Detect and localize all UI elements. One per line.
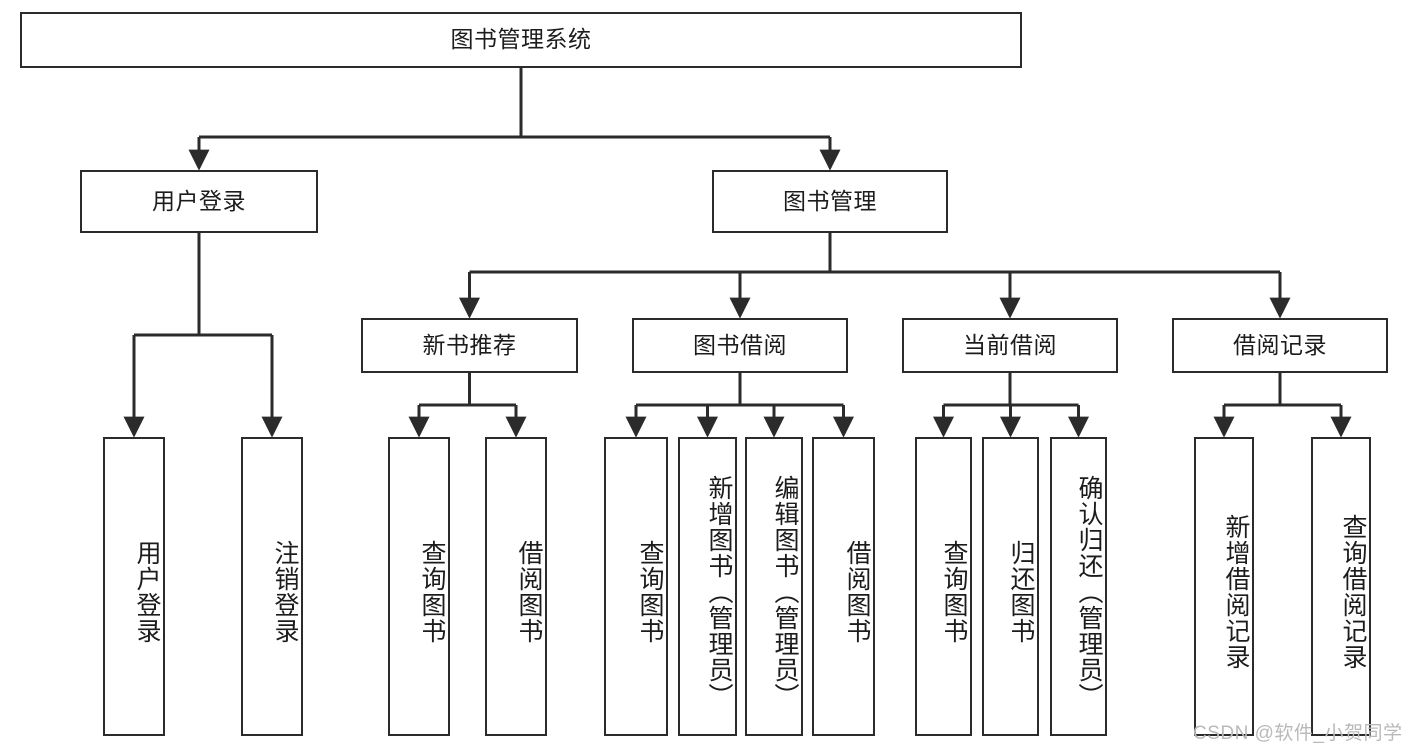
level2-node-借阅记录-3: 借阅记录 (1172, 318, 1388, 373)
node-label: 图书管理 (783, 187, 877, 214)
leaf-node-新增图书管理员-5: 新增图书（管理员） (678, 437, 737, 736)
leaf-node-用户登录-0: 用户登录 (103, 437, 165, 736)
level2-node-当前借阅-2: 当前借阅 (902, 318, 1118, 373)
node-label: 借阅图书 (843, 539, 871, 644)
node-label: 查询借阅记录 (1339, 513, 1367, 670)
node-label: 新增借阅记录 (1222, 513, 1250, 670)
node-label: 新增图书（管理员） (705, 474, 733, 709)
csdn-watermark: CSDN @软件_小贺同学 (1193, 723, 1403, 744)
node-label: 新书推荐 (422, 331, 517, 358)
leaf-node-新增借阅记录-11: 新增借阅记录 (1194, 437, 1254, 736)
node-label: 借阅图书 (515, 539, 543, 644)
leaf-node-借阅图书-3: 借阅图书 (485, 437, 547, 736)
node-label: 查询图书 (636, 539, 664, 644)
node-label: 图书借阅 (693, 331, 787, 358)
leaf-node-确认归还管理员-10: 确认归还（管理员） (1050, 437, 1107, 736)
leaf-node-查询图书-4: 查询图书 (604, 437, 668, 736)
root-node-图书管理系统: 图书管理系统 (20, 12, 1022, 68)
leaf-node-查询图书-2: 查询图书 (388, 437, 450, 736)
level1-node-图书管理-1: 图书管理 (712, 170, 948, 233)
level2-node-图书借阅-1: 图书借阅 (632, 318, 848, 373)
node-label: 编辑图书（管理员） (771, 474, 799, 709)
node-label: 用户登录 (133, 539, 161, 644)
node-label: 查询图书 (418, 539, 446, 644)
leaf-node-借阅图书-7: 借阅图书 (812, 437, 875, 736)
leaf-node-注销登录-1: 注销登录 (241, 437, 303, 736)
node-label: 图书管理系统 (450, 26, 592, 53)
node-label: 用户登录 (152, 187, 246, 214)
node-label: 注销登录 (271, 539, 299, 644)
level1-node-用户登录-0: 用户登录 (80, 170, 318, 233)
node-label: 查询图书 (940, 539, 968, 644)
leaf-node-归还图书-9: 归还图书 (982, 437, 1039, 736)
leaf-node-编辑图书管理员-6: 编辑图书（管理员） (745, 437, 803, 736)
node-label: 归还图书 (1007, 539, 1035, 644)
node-label: 当前借阅 (963, 331, 1057, 358)
node-label: 确认归还（管理员） (1075, 474, 1103, 709)
level2-node-新书推荐-0: 新书推荐 (361, 318, 578, 373)
leaf-node-查询图书-8: 查询图书 (915, 437, 972, 736)
node-label: 借阅记录 (1233, 331, 1327, 358)
leaf-node-查询借阅记录-12: 查询借阅记录 (1311, 437, 1371, 736)
